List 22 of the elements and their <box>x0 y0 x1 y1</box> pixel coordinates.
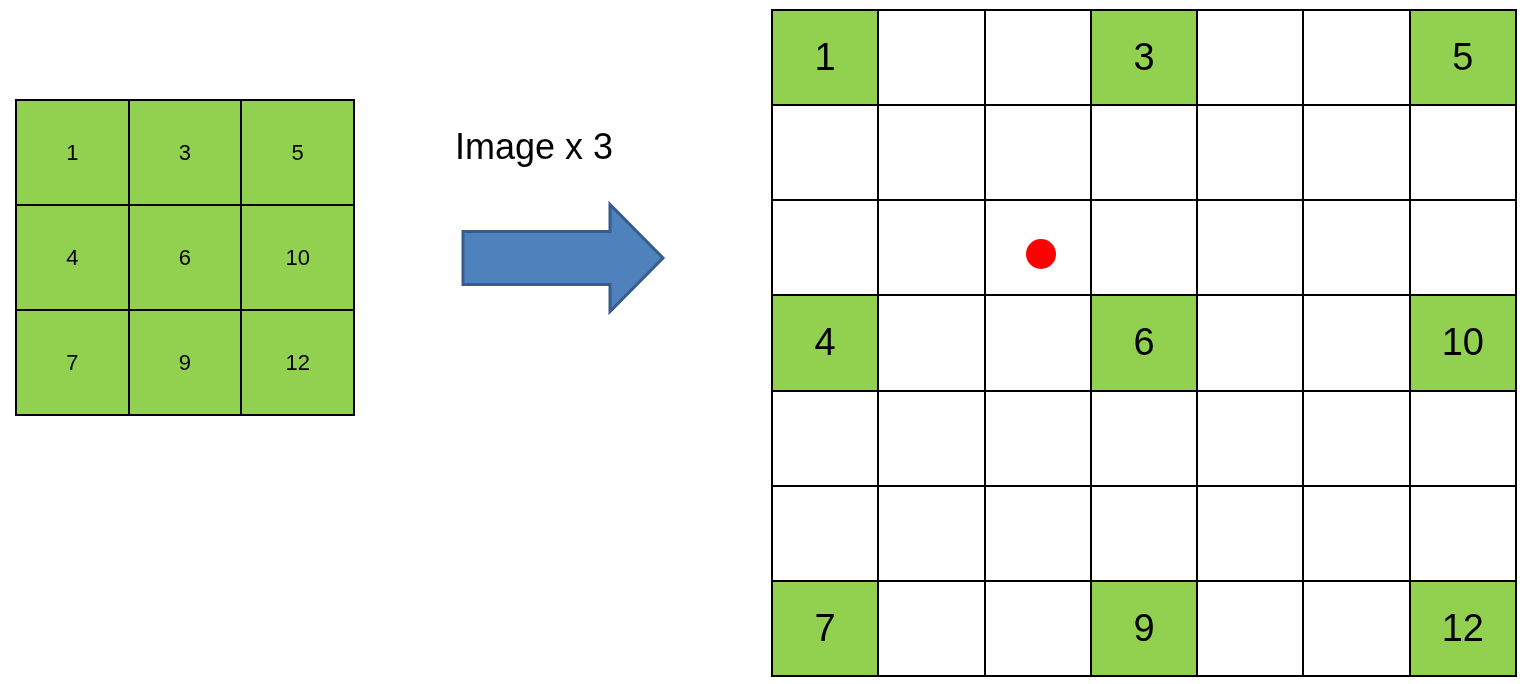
image-grid <box>15 99 355 416</box>
pixel-cell: 9 <box>1091 581 1197 675</box>
pixel-cell: 4 <box>17 206 128 309</box>
pixel-cell: 6 <box>129 206 241 309</box>
pixel-cell: 9 <box>129 311 241 414</box>
pixel-cell: 10 <box>1410 296 1515 390</box>
pixel-cell: 10 <box>242 206 353 309</box>
pixel-cell: 3 <box>1091 11 1197 105</box>
image-grid <box>771 9 1517 677</box>
pixel-cell: 6 <box>1091 296 1197 390</box>
pixel-cell: 1 <box>773 11 878 105</box>
pixel-cell: 5 <box>1410 11 1515 105</box>
pixel-cell: 7 <box>773 581 878 675</box>
pixel-cell: 12 <box>1410 581 1515 675</box>
pixel-cell: 4 <box>773 296 878 390</box>
pixel-cell: 5 <box>242 101 353 204</box>
block-arrow <box>461 200 666 316</box>
pixel-cell: 7 <box>17 311 128 414</box>
pixel-cell: 1 <box>17 101 128 204</box>
edge-label: Image x 3 <box>455 125 614 169</box>
pixel-cell: 12 <box>242 311 353 414</box>
pixel-cell: 3 <box>129 101 241 204</box>
